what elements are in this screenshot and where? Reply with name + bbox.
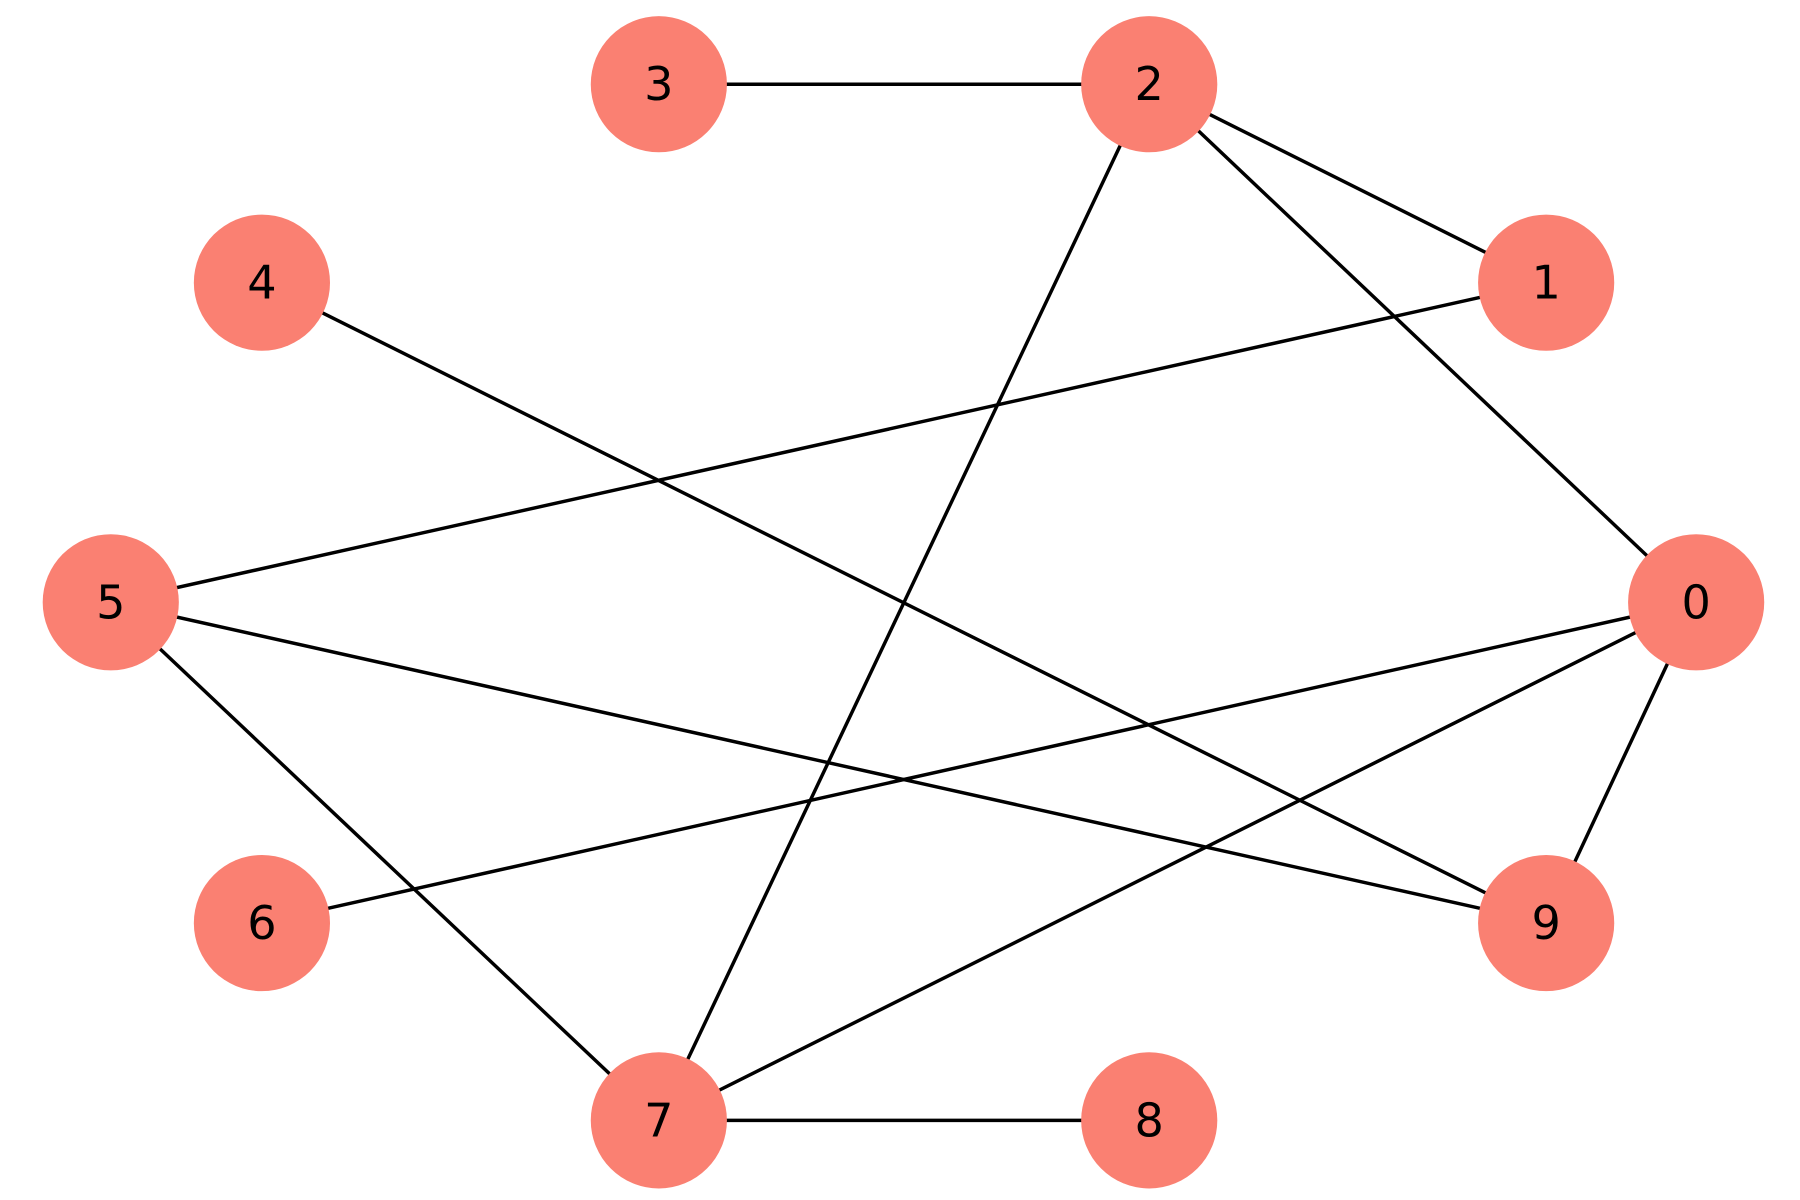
edge-1-5 bbox=[110, 281, 1547, 604]
node-3: 3 bbox=[590, 16, 727, 153]
node-circle bbox=[193, 855, 330, 992]
edge-0-6 bbox=[261, 600, 1697, 925]
node-label: 2 bbox=[1135, 57, 1164, 111]
node-6: 6 bbox=[193, 855, 330, 992]
node-2: 2 bbox=[1081, 16, 1218, 153]
node-label: 3 bbox=[644, 57, 673, 111]
node-circle bbox=[193, 214, 330, 351]
edges-layer bbox=[109, 82, 1698, 1123]
node-7: 7 bbox=[590, 1052, 727, 1189]
nodes-layer: 0 1 2 3 4 5 6 7 8 9 bbox=[42, 16, 1765, 1189]
node-label: 7 bbox=[644, 1093, 673, 1147]
node-label: 6 bbox=[247, 896, 276, 950]
node-label: 1 bbox=[1531, 256, 1560, 310]
node-circle bbox=[1478, 214, 1615, 351]
node-circle bbox=[590, 16, 727, 153]
node-1: 1 bbox=[1478, 214, 1615, 351]
node-circle bbox=[1478, 855, 1615, 992]
node-9: 9 bbox=[1478, 855, 1615, 992]
node-circle bbox=[1081, 1052, 1218, 1189]
edge-2-0 bbox=[1148, 82, 1698, 604]
edge-0-7 bbox=[658, 600, 1697, 1122]
node-circle bbox=[42, 534, 179, 671]
node-label: 5 bbox=[96, 575, 125, 629]
node-circle bbox=[590, 1052, 727, 1189]
node-circle bbox=[1081, 16, 1218, 153]
node-label: 0 bbox=[1681, 575, 1710, 629]
node-5: 5 bbox=[42, 534, 179, 671]
node-label: 4 bbox=[247, 256, 276, 310]
node-4: 4 bbox=[193, 214, 330, 351]
node-label: 8 bbox=[1135, 1093, 1164, 1147]
node-0: 0 bbox=[1628, 534, 1765, 671]
edge-2-1 bbox=[1148, 82, 1547, 285]
edge-5-7 bbox=[109, 601, 661, 1122]
node-circle bbox=[1628, 534, 1765, 671]
edge-4-9 bbox=[261, 281, 1547, 925]
edge-5-9 bbox=[110, 600, 1547, 925]
node-label: 9 bbox=[1531, 896, 1560, 950]
node-8: 8 bbox=[1081, 1052, 1218, 1189]
